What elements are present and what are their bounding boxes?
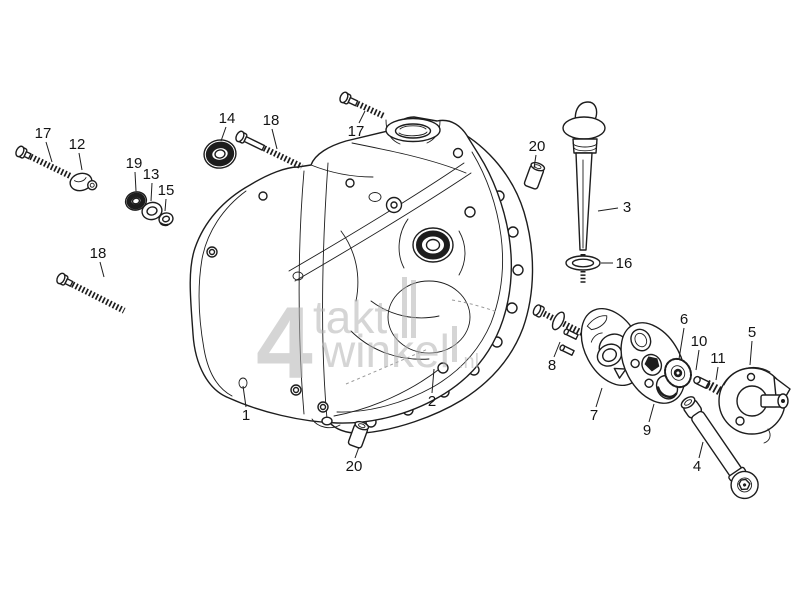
callout-label: 18 — [90, 245, 107, 262]
callout-label: 2 — [428, 393, 436, 410]
callout-label: 16 — [616, 255, 633, 272]
washer-part-15 — [158, 212, 174, 227]
lever-part-4 — [680, 396, 759, 500]
callout-label: 8 — [548, 357, 556, 374]
dowel-pin-20-lower — [347, 420, 370, 449]
callout-label: 6 — [680, 311, 688, 328]
watermark-bar — [402, 277, 407, 338]
washer-part-13 — [141, 201, 163, 221]
pin-part-10 — [693, 375, 711, 389]
callout-label: 17 — [348, 123, 365, 140]
watermark-suffix-nl: .nl — [458, 351, 479, 373]
callout-label: 20 — [529, 138, 546, 155]
bolt-18-lower-left — [56, 272, 126, 314]
callout-label: 7 — [590, 407, 598, 424]
pump-pin-a — [563, 328, 579, 340]
callout-label: 3 — [623, 199, 631, 216]
pump-pin-b — [559, 344, 575, 356]
watermark-word-takt: takt — [313, 291, 387, 343]
dipstick-part — [562, 101, 606, 283]
stud-part-8 — [532, 304, 585, 337]
callout-label: 4 — [693, 458, 701, 475]
bolt-17-middle — [339, 91, 387, 120]
watermark-word-winkel: winkel — [321, 325, 450, 377]
watermark-big-4: 4 — [256, 286, 313, 400]
callout-label: 10 — [691, 333, 708, 350]
pump-plate-7 — [580, 307, 644, 387]
watermark-bar — [411, 280, 416, 338]
callout-label: 15 — [158, 182, 175, 199]
pump-rotor-6 — [664, 357, 692, 389]
callout-label: 20 — [346, 458, 363, 475]
callout-label: 5 — [748, 324, 756, 341]
callout-label: 12 — [69, 136, 86, 153]
oil-filler-neck — [385, 117, 441, 145]
pump-cover-5 — [718, 366, 791, 444]
callout-label: 17 — [35, 125, 52, 142]
callout-labels: 17 12 19 13 15 14 18 17 20 3 16 18 1 2 2… — [35, 110, 757, 475]
callout-label: 14 — [219, 110, 236, 127]
cover-bolt-holes — [206, 147, 476, 413]
dipstick-oring — [565, 255, 601, 271]
cover-shaft-hole — [412, 227, 454, 263]
leader-lines — [45, 110, 753, 459]
watermark-bar — [452, 326, 457, 362]
nut-part-19 — [124, 191, 148, 211]
callout-label: 9 — [643, 422, 651, 439]
clamp-part-12 — [69, 172, 98, 192]
callout-label: 1 — [242, 407, 250, 424]
bolt-18-upper — [235, 130, 304, 170]
callout-label: 19 — [126, 155, 143, 172]
callout-label: 13 — [143, 166, 160, 183]
dowel-pin-20-upper — [523, 161, 546, 190]
bolt-17-top-left — [15, 145, 72, 179]
watermark: 4 takt winkel .nl — [256, 277, 479, 400]
crankcase-cover-part — [189, 116, 513, 429]
callout-label: 11 — [710, 350, 726, 367]
grommet-part-14 — [203, 139, 237, 169]
callout-label: 18 — [263, 112, 280, 129]
